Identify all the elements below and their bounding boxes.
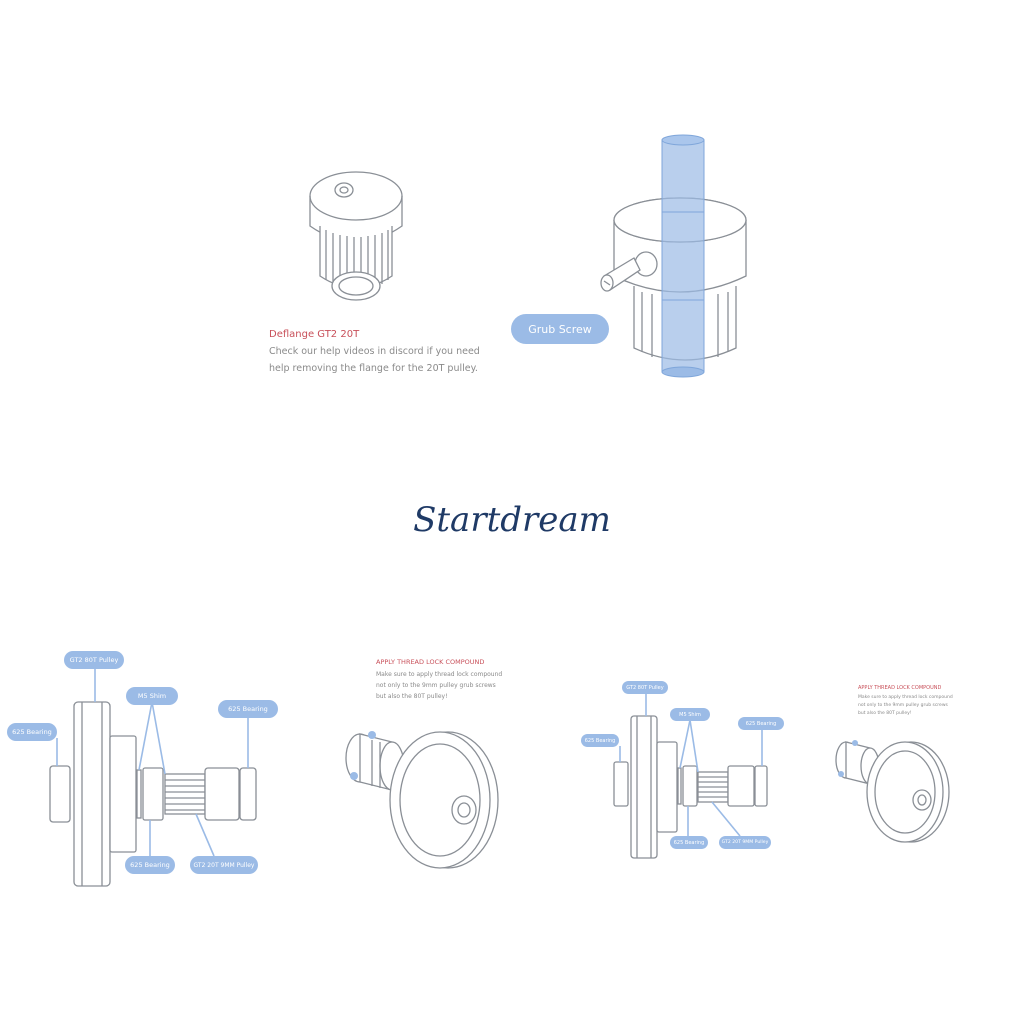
m5-shim-label: M5 Shim bbox=[126, 687, 178, 705]
thread-lock-line1-left: Make sure to apply thread lock compound bbox=[376, 671, 503, 678]
thread-lock-line3-left: but also the 80T pulley! bbox=[376, 693, 448, 700]
625-bearing-bottom-label: 625 Bearing bbox=[125, 856, 175, 874]
gt2-20t-pulley-label-right: GT2 20T 9MM Pulley bbox=[719, 836, 771, 849]
deflange-title: Deflange GT2 20T bbox=[269, 329, 360, 340]
grub-screw-label: Grub Screw bbox=[511, 314, 609, 344]
watermark: Startdream bbox=[413, 500, 611, 540]
gt2-80t-pulley-label: GT2 80T Pulley bbox=[64, 651, 124, 669]
625-bearing-right-label: 625 Bearing bbox=[218, 700, 278, 718]
m5-shim-label-right: M5 Shim bbox=[670, 708, 710, 721]
thread-lock-line2-right: not only to the 9mm pulley grub screws bbox=[858, 703, 948, 708]
deflange-line-1: Check our help videos in discord if you … bbox=[269, 346, 480, 357]
625-bearing-right-label-right: 625 Bearing bbox=[738, 717, 784, 730]
thread-lock-title-right: APPLY THREAD LOCK COMPOUND bbox=[858, 685, 942, 691]
625-bearing-left-label-right: 625 Bearing bbox=[581, 734, 619, 747]
thread-lock-line3-right: but also the 80T pulley! bbox=[858, 711, 912, 716]
625-bearing-bottom-label-right: 625 Bearing bbox=[670, 836, 708, 849]
gt2-80t-pulley-label-right: GT2 80T Pulley bbox=[622, 681, 668, 694]
thread-lock-title-left: APPLY THREAD LOCK COMPOUND bbox=[376, 658, 485, 666]
gt2-20t-pulley-label: GT2 20T 9MM Pulley bbox=[190, 856, 258, 874]
deflange-line-2: help removing the flange for the 20T pul… bbox=[269, 363, 478, 374]
thread-lock-line2-left: not only to the 9mm pulley grub screws bbox=[376, 682, 496, 689]
625-bearing-left-label: 625 Bearing bbox=[7, 723, 57, 741]
thread-lock-line1-right: Make sure to apply thread lock compound bbox=[858, 695, 953, 700]
